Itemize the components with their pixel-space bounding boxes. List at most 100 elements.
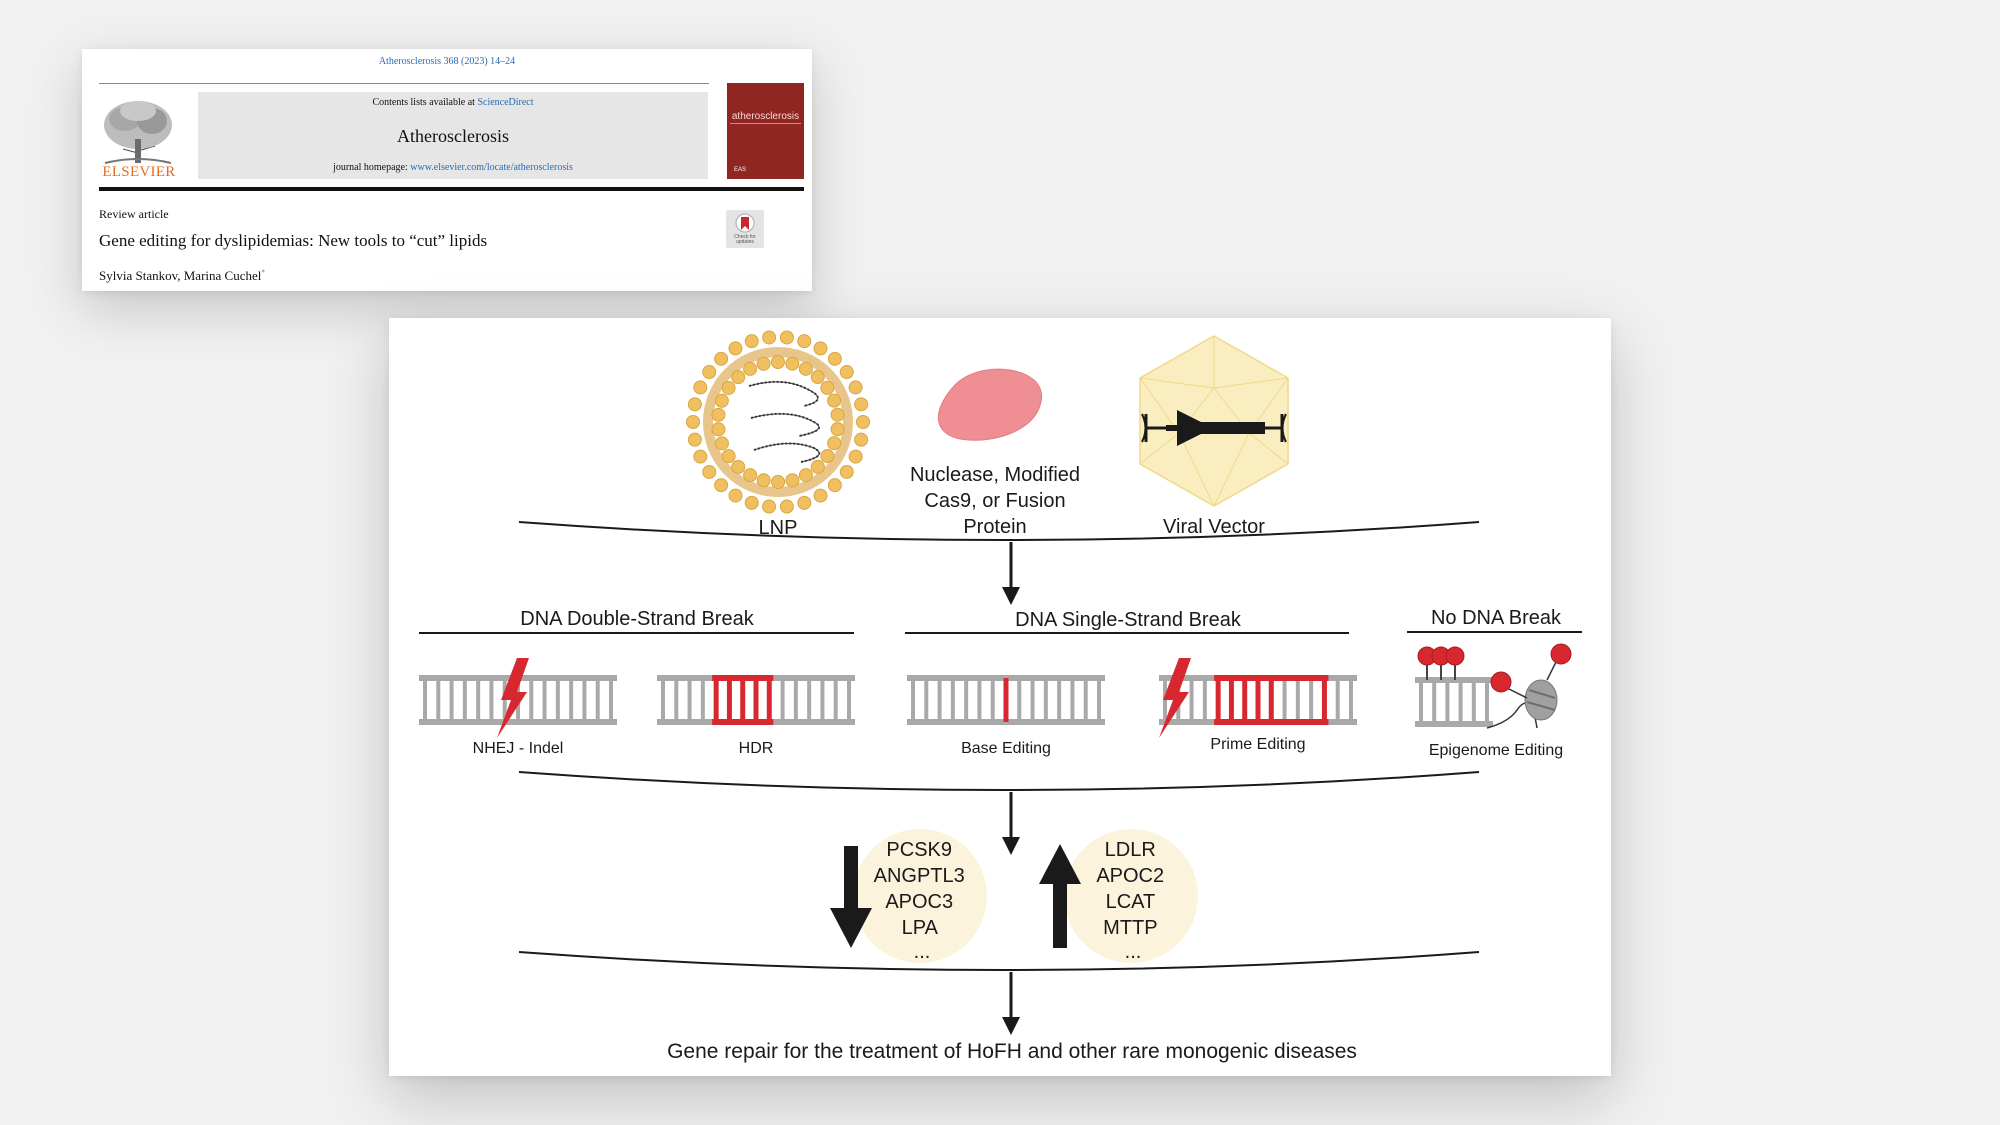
lipid-head [830,407,845,422]
article-header-card: Atherosclerosis 368 (2023) 14–24 ELSEVIE… [82,49,812,291]
header-rule [99,83,709,84]
gene-name: APOC2 [1096,865,1164,887]
downregulated-circle [853,829,987,963]
author-names[interactable]: Sylvia Stankov, Marina Cuchel [99,268,262,283]
lipid-head [731,459,746,474]
protein-illustration: Nuclease, Modified Cas9, or Fusion Prote… [910,368,1080,538]
edited-strand-bottom [1214,719,1329,725]
dna-ladder-prime-editing [1159,675,1357,725]
histone-nucleosome-icon [1486,643,1572,729]
lipid-head [714,351,729,366]
lipid-head [762,499,777,514]
lipid-head [798,361,813,376]
lipid-head [711,422,726,437]
lipid-head [827,478,842,493]
elsevier-tree-logo-icon [104,101,172,164]
contents-line: Contents lists available at ScienceDirec… [198,97,708,108]
lipid-head [728,341,743,356]
nhej-label: NHEJ - Indel [473,740,564,757]
funnel-line-3 [518,951,1480,971]
lipid-head [798,468,813,483]
lipid-head [756,473,771,488]
header-thick-rule [99,187,804,191]
lipid-head [693,449,708,464]
lipid-head [693,380,708,395]
lipid-head [839,365,854,380]
gene-name: ... [1125,941,1142,963]
gene-name: LDLR [1105,839,1156,861]
upregulated-gene-list: LDLR APOC2 LCAT MTTP ... [1096,839,1169,963]
gene-name: ANGPTL3 [874,865,965,887]
sciencedirect-link[interactable]: ScienceDirect [477,97,534,108]
lipid-head [785,356,800,371]
lipid-head [771,474,786,489]
lipid-head [744,495,759,510]
homepage-line: journal homepage: www.elsevier.com/locat… [198,162,708,173]
funnel-line-1 [518,521,1480,541]
viral-vector-illustration: Viral Vector [1139,335,1289,538]
edited-strand-top [1214,675,1329,681]
cover-band [730,123,801,124]
lipid-head [756,356,771,371]
graphical-abstract-figure: LNP Nuclease, Modified Cas9, or Fusion P… [419,330,1582,1063]
prime-editing-label: Prime Editing [1210,736,1305,753]
double-strand-break-heading: DNA Double-Strand Break [520,608,754,630]
lipid-head [854,432,869,447]
mrna-strands-solid [748,381,820,463]
corresponding-author-mark[interactable]: * [261,268,265,277]
journal-cover-thumbnail[interactable]: atherosclerosis EAS [727,83,804,179]
gene-name: MTTP [1103,917,1157,939]
lipid-nanoparticle-icon [686,330,870,514]
lipid-head [810,370,825,385]
hdr-label: HDR [739,740,774,757]
journal-homepage-link[interactable]: www.elsevier.com/locate/atherosclerosis [410,162,573,173]
lipid-head [743,468,758,483]
graphical-abstract-card: LNP Nuclease, Modified Cas9, or Fusion P… [389,318,1611,1076]
lipid-head [714,393,729,408]
downregulated-genes-panel: PCSK9 ANGPTL3 APOC3 LPA ... [830,829,987,963]
lipid-head [813,488,828,503]
lipid-head [839,464,854,479]
lipid-head [687,397,702,412]
methyl-marks-icon [1417,646,1465,680]
check-for-updates-badge[interactable]: Check for updates [726,210,764,248]
lipid-head [797,495,812,510]
article-authors: Sylvia Stankov, Marina Cuchel* [99,268,265,284]
lipid-head [728,488,743,503]
updates-badge-text: Check for updates [734,234,756,245]
lipid-head [702,365,717,380]
epigenome-editing-label: Epigenome Editing [1429,742,1563,759]
article-type: Review article [99,207,169,221]
arrow-up-icon [1039,844,1081,948]
journal-citation[interactable]: Atherosclerosis 368 (2023) 14–24 [378,56,516,67]
dna-ladder-base-editing [907,675,1105,725]
lipid-head [770,355,785,370]
protein-label-line2: Cas9, or Fusion [924,490,1065,512]
lipid-head [827,393,842,408]
homepage-prefix: journal homepage: [333,162,411,173]
lipid-head [820,380,835,395]
lipid-head [848,380,863,395]
base-editing-label: Base Editing [961,740,1051,757]
no-break-heading: No DNA Break [1431,607,1562,629]
lipid-head [687,432,702,447]
dna-ladder-epigenome [1415,677,1493,727]
protein-label-line1: Nuclease, Modified [910,464,1080,486]
dna-ladder-hdr [657,675,855,725]
lipid-head [797,334,812,349]
outcome-statement: Gene repair for the treatment of HoFH an… [667,1040,1357,1063]
viral-vector-label: Viral Vector [1163,516,1265,538]
lipid-head [721,449,736,464]
viral-capsid-icon [1139,335,1289,507]
dna-strand-bottom [1415,721,1493,727]
journal-masthead: Contents lists available at ScienceDirec… [198,92,708,179]
lipid-head [721,380,736,395]
gene-name: LCAT [1106,891,1155,913]
lnp-label: LNP [759,517,798,539]
arrow-down-icon [830,846,872,948]
upregulated-genes-panel: LDLR APOC2 LCAT MTTP ... [1039,829,1198,963]
publisher-name[interactable]: ELSEVIER [102,164,176,180]
lipid-head [785,473,800,488]
edited-strand-top [712,675,774,681]
lipid-head [711,407,726,422]
